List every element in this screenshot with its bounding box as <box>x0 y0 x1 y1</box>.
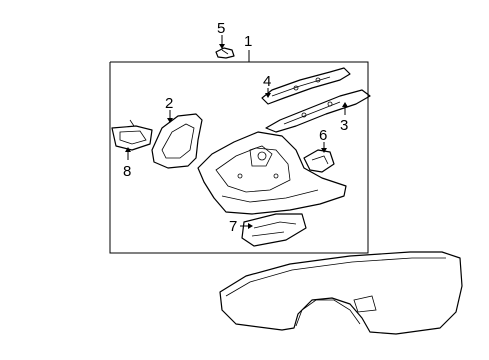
part-fender <box>219 251 463 335</box>
callout-6: 6 <box>319 127 327 144</box>
part-3-lower-rail <box>265 89 371 133</box>
callout-3: 3 <box>340 117 348 134</box>
assembly-frame <box>109 61 369 254</box>
part-6-small-bracket <box>303 149 335 173</box>
callout-5: 5 <box>217 20 225 37</box>
part-8-bracket <box>111 119 153 151</box>
part-4-upper-rail <box>261 67 351 105</box>
callout-8: 8 <box>123 163 131 180</box>
part-7-lower-plate <box>241 213 307 247</box>
part-2-wheelhouse <box>151 113 203 169</box>
callout-2: 2 <box>165 95 173 112</box>
part-apron-assembly <box>197 131 347 215</box>
callout-7: 7 <box>229 218 237 235</box>
callout-4: 4 <box>263 73 271 90</box>
part-5-clip <box>215 47 235 59</box>
callout-1: 1 <box>244 33 252 50</box>
